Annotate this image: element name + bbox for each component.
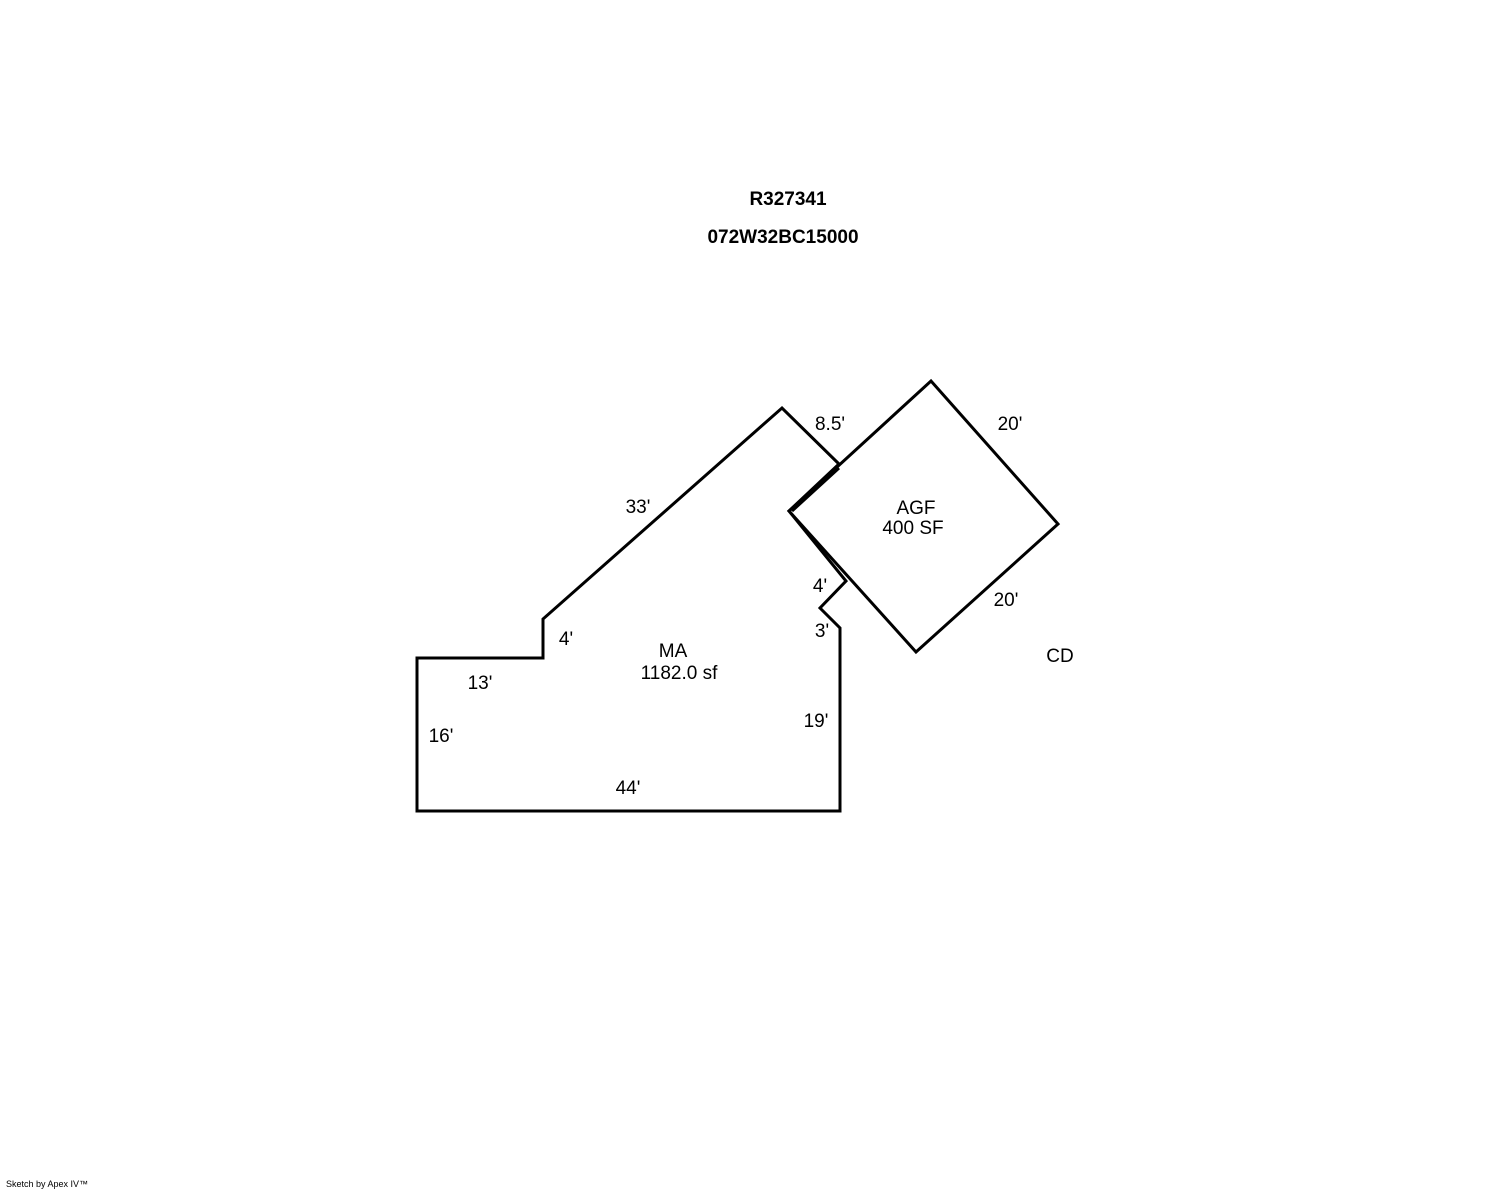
agf-area: 400 SF <box>882 518 943 539</box>
cd-label: CD <box>1046 646 1073 667</box>
dim-label: 44' <box>616 778 641 799</box>
dim-label: 19' <box>804 711 829 732</box>
shared-wall <box>792 515 847 582</box>
dim-label: 20' <box>998 414 1023 435</box>
dim-label: 4' <box>813 576 827 597</box>
shared-wall <box>790 466 841 513</box>
dim-label: 4' <box>559 629 573 650</box>
ma-main-area-outline <box>415 405 849 813</box>
ma-area: 1182.0 sf <box>641 663 718 684</box>
dim-label: 8.5' <box>815 414 845 435</box>
dim-label: 20' <box>994 590 1019 611</box>
agf-garage-outline <box>786 378 1061 655</box>
footer-credit: Sketch by Apex IV™ <box>6 1179 88 1189</box>
dim-label: 13' <box>468 673 493 694</box>
ma-label: MA <box>659 641 688 662</box>
map-taxlot: 072W32BC15000 <box>707 227 858 248</box>
account-number: R327341 <box>749 189 827 210</box>
dim-label: 16' <box>429 726 454 747</box>
agf-label: AGF <box>896 498 935 519</box>
dim-label: 3' <box>815 621 829 642</box>
dim-label: 33' <box>626 497 651 518</box>
